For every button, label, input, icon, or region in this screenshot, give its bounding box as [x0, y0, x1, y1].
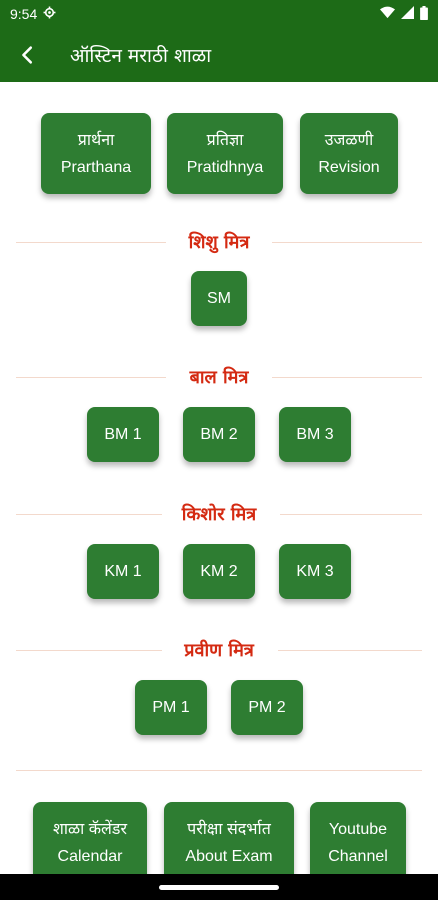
sm-button[interactable]: SM — [191, 271, 247, 326]
button-line1: उजळणी — [324, 131, 374, 149]
system-nav-bar — [0, 874, 438, 900]
arrow-back-icon[interactable] — [0, 28, 56, 82]
battery-icon — [420, 5, 428, 23]
page-title: ऑस्टिन मराठी शाळा — [70, 45, 212, 67]
app-bar: ऑस्टिन मराठी शाळा — [0, 28, 438, 82]
button-label: PM 1 — [152, 699, 190, 716]
button-line1: प्रार्थना — [77, 131, 115, 149]
button-line1: Youtube — [328, 820, 388, 838]
section-title-kishor: किशोर मित्र — [177, 502, 261, 526]
button-line1: शाळा कॅलेंडर — [52, 820, 127, 838]
button-label: KM 1 — [104, 563, 142, 580]
button-line2: Channel — [328, 847, 388, 865]
button-label: BM 3 — [296, 426, 334, 443]
status-time: 9:54 — [10, 6, 38, 22]
section-divider-shishu: शिशु मित्र — [16, 230, 422, 254]
section-title-pravin: प्रवीण मित्र — [180, 638, 258, 662]
bm2-button[interactable]: BM 2 — [183, 407, 255, 462]
button-line2: Calendar — [57, 847, 123, 865]
button-line1: परीक्षा संदर्भात — [187, 820, 271, 838]
main-content: प्रार्थना Prarthana प्रतिज्ञा Pratidhnya… — [0, 82, 438, 883]
section-divider-bal: बाल मित्र — [16, 365, 422, 389]
about-exam-button[interactable]: परीक्षा संदर्भात About Exam — [164, 802, 294, 883]
pm1-button[interactable]: PM 1 — [135, 680, 207, 735]
wifi-icon — [380, 6, 395, 22]
button-line2: About Exam — [185, 847, 273, 865]
button-label: BM 2 — [200, 426, 238, 443]
button-line1: प्रतिज्ञा — [206, 131, 244, 149]
button-line2: Revision — [318, 158, 380, 176]
bm3-button[interactable]: BM 3 — [279, 407, 351, 462]
section-title-bal: बाल मित्र — [185, 365, 253, 389]
button-line2: Prarthana — [60, 158, 132, 176]
section-divider-kishor: किशोर मित्र — [16, 502, 422, 526]
button-label: SM — [207, 290, 231, 307]
pratidhnya-button[interactable]: प्रतिज्ञा Pratidhnya — [167, 113, 283, 194]
button-label: BM 1 — [104, 426, 142, 443]
section-title-shishu: शिशु मित्र — [184, 230, 254, 254]
button-line2: Pratidhnya — [186, 158, 264, 176]
km1-button[interactable]: KM 1 — [87, 544, 159, 599]
button-label: PM 2 — [248, 699, 286, 716]
km3-button[interactable]: KM 3 — [279, 544, 351, 599]
button-label: KM 2 — [200, 563, 238, 580]
home-indicator[interactable] — [159, 885, 279, 890]
section-divider-pravin: प्रवीण मित्र — [16, 638, 422, 662]
calendar-button[interactable]: शाळा कॅलेंडर Calendar — [33, 802, 147, 883]
prarthana-button[interactable]: प्रार्थना Prarthana — [41, 113, 151, 194]
bm1-button[interactable]: BM 1 — [87, 407, 159, 462]
km2-button[interactable]: KM 2 — [183, 544, 255, 599]
signal-icon — [401, 6, 414, 22]
revision-button[interactable]: उजळणी Revision — [300, 113, 398, 194]
pm2-button[interactable]: PM 2 — [231, 680, 303, 735]
bottom-divider — [16, 770, 422, 772]
button-label: KM 3 — [296, 563, 334, 580]
status-bar: 9:54 — [0, 0, 438, 28]
settings-icon — [43, 6, 56, 22]
youtube-channel-button[interactable]: Youtube Channel — [310, 802, 406, 883]
